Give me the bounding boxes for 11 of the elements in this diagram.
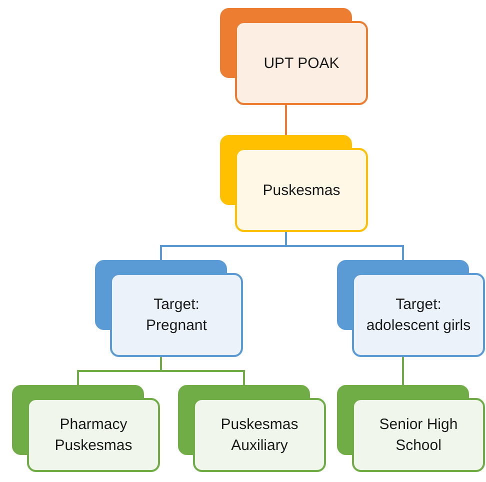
box-label: Senior High School: [378, 415, 459, 456]
box-label: Target: adolescent girls: [365, 295, 472, 336]
box-label: Pharmacy Puskesmas: [54, 415, 134, 456]
connector-line: [160, 357, 245, 385]
connector-line: [402, 357, 404, 385]
box-label: Puskesmas Auxiliary: [220, 415, 300, 456]
box-label: Target: Pregnant: [145, 295, 208, 336]
connector-line: [285, 105, 287, 135]
connector-line: [285, 232, 404, 260]
box-label: Puskesmas: [262, 180, 340, 200]
box-label: UPT POAK: [264, 54, 340, 74]
